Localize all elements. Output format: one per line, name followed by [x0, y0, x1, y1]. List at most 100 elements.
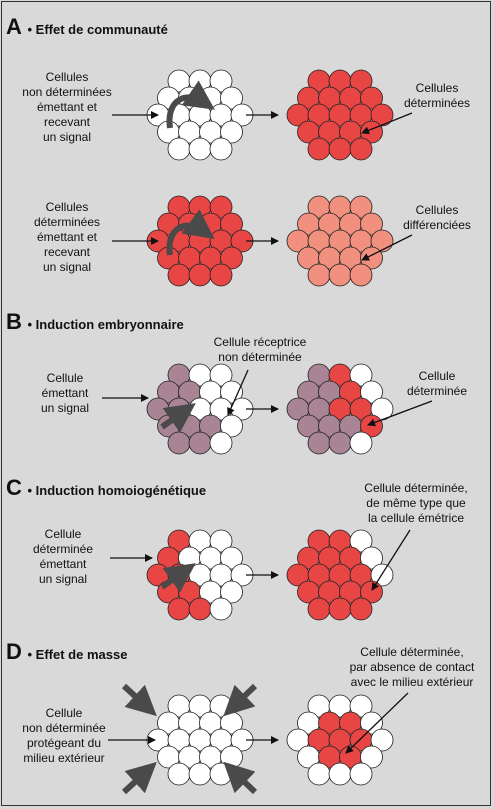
cell — [328, 597, 352, 621]
cell — [220, 546, 243, 570]
c-right-pointer-arrow — [371, 529, 411, 591]
cell — [167, 137, 191, 161]
cell — [167, 597, 191, 621]
cell-clusters — [146, 69, 394, 786]
cell — [188, 762, 212, 786]
cell — [307, 263, 331, 287]
cell — [220, 380, 243, 404]
cell — [360, 745, 383, 769]
section-a-title: • Effet de communauté — [27, 22, 168, 37]
b-cluster-before — [146, 363, 254, 455]
a1-signal-curved-arrow — [166, 80, 215, 129]
arrows-layer — [102, 80, 433, 795]
section-a-header: A • Effet de communauté — [6, 14, 168, 40]
cell — [209, 597, 233, 621]
b-middle-pointer-arrow — [227, 369, 249, 416]
d-right-pointer-arrow — [345, 692, 409, 754]
a2-right-pointer-arrow — [361, 234, 413, 261]
d-pressure-arrow-bottom-left — [121, 761, 157, 795]
cell — [328, 431, 352, 455]
cell — [307, 431, 331, 455]
b-right-pointer-arrow — [367, 400, 433, 427]
a1-cluster-determined — [286, 69, 394, 161]
cell — [167, 263, 191, 287]
b-cluster-after — [286, 363, 394, 455]
cell — [307, 597, 331, 621]
section-b-header: B • Induction embryonnaire — [6, 309, 184, 335]
cell — [360, 86, 383, 110]
section-c-letter: C — [6, 475, 22, 500]
cell — [209, 762, 233, 786]
cell — [220, 580, 243, 604]
section-b-title: • Induction embryonnaire — [27, 317, 184, 332]
b-signal-arrow — [160, 403, 196, 433]
cell — [220, 86, 243, 110]
cell — [349, 431, 373, 455]
a1-right-pointer-arrow — [361, 112, 413, 135]
section-c-header: C • Induction homoiogénétique — [6, 475, 206, 501]
cell — [349, 597, 373, 621]
cell — [209, 263, 233, 287]
cell — [307, 137, 331, 161]
cell — [209, 195, 233, 219]
cell — [328, 137, 352, 161]
cell — [349, 363, 373, 387]
c-cluster-before — [146, 529, 254, 621]
cell — [370, 229, 394, 253]
d-cluster-after — [286, 694, 394, 786]
cell — [188, 263, 212, 287]
d-pressure-arrow-top-left — [121, 683, 157, 717]
cell — [188, 597, 212, 621]
d-cluster-before — [146, 694, 254, 786]
d-right-label: Cellule déterminée,par absence de contac… — [349, 645, 475, 689]
cell — [209, 431, 233, 455]
cell — [220, 212, 243, 236]
section-d-header: D • Effet de masse — [6, 639, 127, 665]
cell — [220, 246, 243, 270]
cell — [307, 762, 331, 786]
a2-signal-curved-arrow — [166, 209, 215, 256]
cell — [328, 263, 352, 287]
cell — [360, 711, 383, 735]
cell — [188, 431, 212, 455]
cell — [167, 431, 191, 455]
d-pressure-arrow-top-right — [223, 683, 258, 717]
a2-cluster-determined — [146, 195, 254, 287]
section-b-letter: B — [6, 309, 22, 334]
cell — [188, 137, 212, 161]
section-d-title: • Effet de masse — [27, 647, 128, 662]
c-signal-arrow — [160, 563, 196, 593]
cell — [328, 762, 352, 786]
a1-cluster-undetermined — [146, 69, 254, 161]
cell — [220, 120, 243, 144]
cell — [167, 762, 191, 786]
d-pressure-arrow-bottom-right — [223, 761, 258, 795]
cell — [360, 212, 383, 236]
cell — [349, 694, 373, 718]
cell — [349, 137, 373, 161]
cell — [349, 762, 373, 786]
cell — [209, 363, 233, 387]
section-d-letter: D — [6, 639, 22, 664]
cell — [349, 263, 373, 287]
cell — [349, 195, 373, 219]
section-a-letter: A — [6, 14, 22, 39]
cell — [360, 380, 383, 404]
cell — [209, 137, 233, 161]
cell — [349, 529, 373, 553]
cell — [349, 69, 373, 93]
cell — [370, 103, 394, 127]
c-cluster-after — [286, 529, 394, 621]
